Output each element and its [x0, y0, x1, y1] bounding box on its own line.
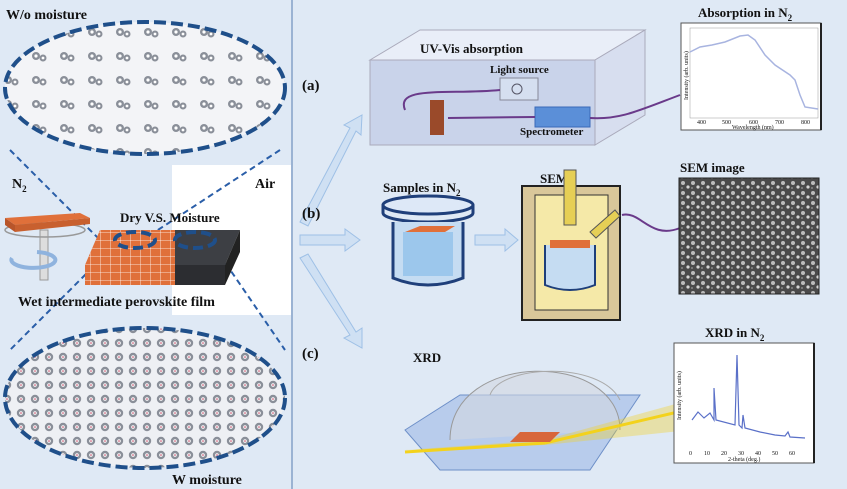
abs-xtick: 700 [775, 120, 784, 126]
absorption-chart [680, 22, 822, 131]
abs-xtick: 400 [697, 120, 706, 126]
xrd-xtick: 20 [721, 451, 727, 457]
absorption-curve [689, 34, 819, 110]
xrd-xtick: 40 [755, 451, 761, 457]
xrd-xtick: 30 [738, 451, 744, 457]
bottom-label: W moisture [172, 473, 242, 488]
xrd-xtick: 10 [704, 451, 710, 457]
bottom-ellipse-with-moisture [3, 326, 287, 470]
abs-xtick: 500 [722, 120, 731, 126]
xrd-xtick: 0 [689, 451, 692, 457]
abs-xtick: 800 [801, 120, 810, 126]
xrd-chart-title: XRD in N2 [705, 325, 765, 343]
sem-title: SEM [540, 171, 568, 186]
absorption-title: Absorption in N2 [698, 5, 793, 23]
sem-image [678, 177, 820, 295]
sem-image-title: SEM image [680, 160, 745, 175]
arrows [299, 114, 519, 349]
perovskite-film [85, 230, 240, 285]
uvvis-title: UV-Vis absorption [420, 41, 524, 56]
xrd-setup [404, 370, 713, 471]
uvvis-setup [368, 29, 681, 146]
air-label: Air [255, 177, 275, 192]
top-label: W/o moisture [6, 8, 87, 23]
samples-title: Samples in N2 [383, 180, 461, 198]
xrd-ylabel: Intensity (arb. units) [676, 371, 683, 420]
top-ellipse-without-moisture [3, 20, 287, 156]
xrd-chart [673, 342, 815, 464]
xrd-title: XRD [413, 350, 441, 365]
xrd-xtick: 50 [772, 451, 778, 457]
label-c: (c) [302, 346, 319, 362]
sample-vial-icon [381, 194, 475, 287]
spectrometer-label: Spectrometer [520, 126, 583, 138]
label-b: (b) [302, 206, 320, 222]
xrd-xtick: 60 [789, 451, 795, 457]
sem-instrument-icon [521, 169, 681, 321]
xrd-xlabel: 2-theta (deg.) [728, 456, 760, 463]
abs-ylabel: Intensity (arb. units) [683, 51, 690, 100]
label-a: (a) [302, 78, 320, 94]
n2-label: N2 [12, 177, 27, 194]
abs-xtick: 600 [749, 120, 758, 126]
xrd-pattern [691, 354, 806, 439]
light-source-label: Light source [490, 64, 549, 76]
dry-vs-moisture-label: Dry V.S. Moisture [120, 210, 220, 225]
spin-coater-icon [4, 213, 90, 281]
abs-xlabel: Wavelength (nm) [732, 124, 774, 131]
film-label: Wet intermediate perovskite film [18, 295, 215, 310]
